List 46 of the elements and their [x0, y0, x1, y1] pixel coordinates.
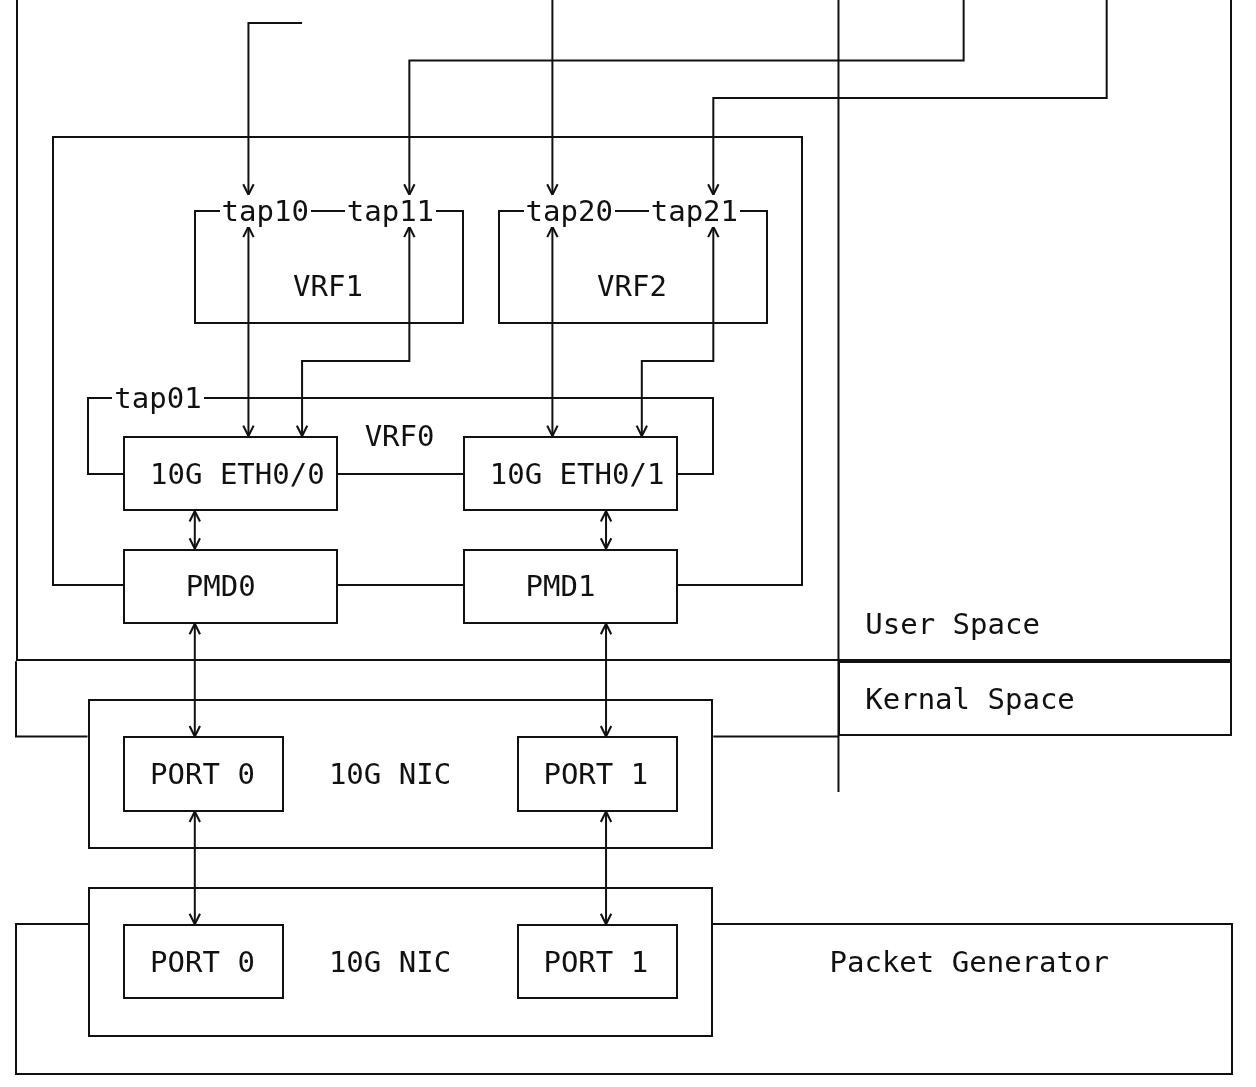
port-box: [123, 736, 285, 812]
interface-name: 10G ETH0/0: [150, 457, 325, 490]
vrf-name: VRF0: [364, 420, 435, 453]
nic-box: [87, 886, 714, 1037]
region-box: [16, 0, 1232, 662]
port-name: PORT 1: [543, 945, 649, 978]
arrow: [635, 225, 720, 438]
vrf-name: VRF1: [293, 269, 363, 302]
generator-label: Packet Generator: [829, 945, 1109, 978]
arrow: [546, 225, 559, 438]
interface-label: tap20: [523, 194, 615, 227]
port-box: [123, 924, 285, 1000]
region-label: Kernal Space: [865, 682, 1075, 715]
driver-name: PMD1: [525, 570, 596, 603]
port-name: PORT 0: [150, 945, 255, 978]
interface-label: tap11: [344, 194, 437, 227]
arrow: [403, 0, 965, 196]
port-box: [516, 924, 678, 1000]
arrow: [242, 22, 304, 196]
arrow: [188, 810, 202, 926]
driver-box: [123, 548, 338, 624]
arrow: [707, 0, 1108, 196]
arrow: [546, 0, 559, 196]
arrow: [188, 622, 202, 738]
arrow: [295, 225, 416, 438]
driver-name: PMD0: [185, 570, 256, 603]
interface-box: [123, 436, 338, 512]
region-box: [838, 661, 1232, 737]
interface-label: tap21: [648, 194, 741, 227]
region-label: User Space: [865, 607, 1040, 640]
driver-box: [463, 548, 678, 624]
port-box: [516, 736, 678, 812]
nic-name: 10G NIC: [328, 945, 452, 978]
vrf-name: VRF2: [597, 269, 667, 302]
port-name: PORT 0: [150, 758, 255, 790]
interface-box: [462, 436, 678, 512]
nic-box: [87, 698, 714, 850]
interface-name: 10G ETH0/1: [489, 457, 665, 490]
arrow: [242, 225, 255, 438]
arrow: [188, 510, 202, 550]
arrow: [599, 510, 613, 550]
arrow: [599, 810, 613, 926]
port-name: PORT 1: [543, 758, 649, 790]
nic-name: 10G NIC: [328, 758, 452, 790]
interface-label: tap10: [219, 194, 311, 227]
arrow: [599, 622, 613, 738]
